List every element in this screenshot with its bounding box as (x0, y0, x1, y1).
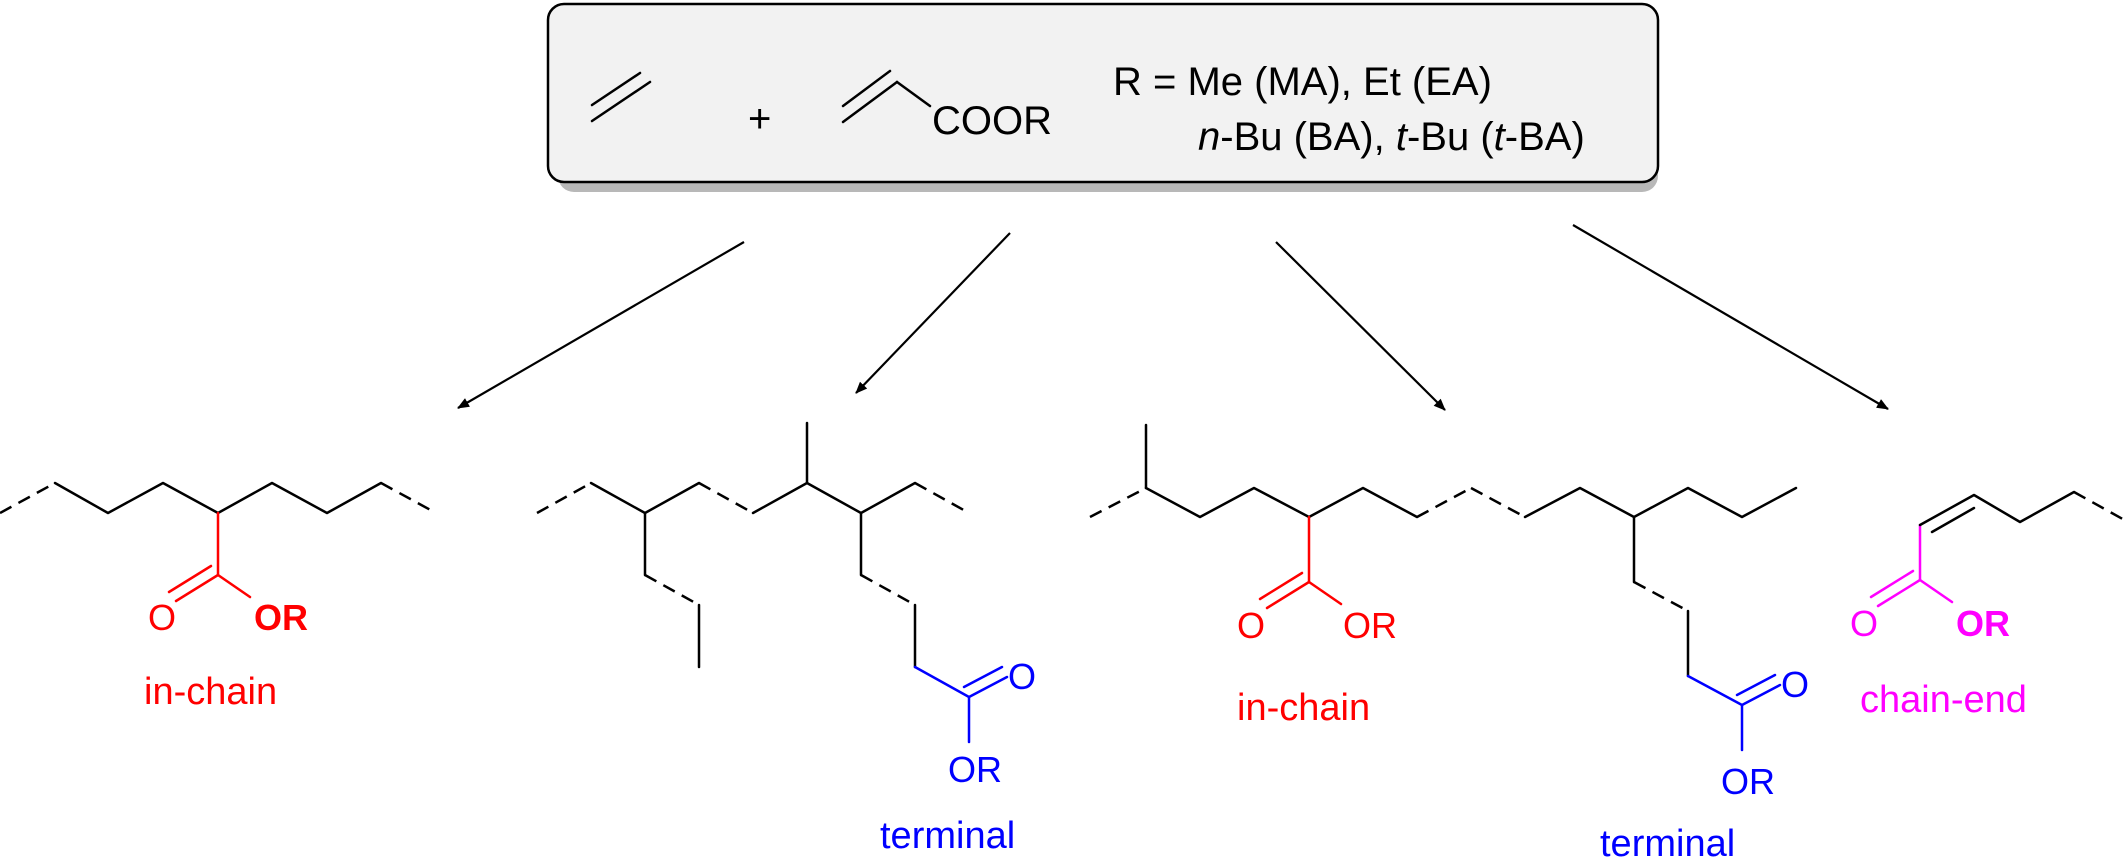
acrylate-structure (841, 69, 932, 124)
product-3-blue-carbonyl-o: O (1781, 664, 1809, 705)
product-4-ester-or: OR (1956, 603, 2010, 644)
product-3-in-chain-and-terminal: O OR in-chain O OR terminal (1089, 423, 1809, 865)
product-1-label: in-chain (144, 671, 277, 713)
product-2-terminal: O OR terminal (536, 421, 1036, 857)
product-2-ester-or: OR (948, 749, 1002, 790)
product-1-in-chain: O OR in-chain (0, 481, 437, 713)
ethylene-structure (590, 71, 652, 123)
arrow-to-product-4 (1572, 224, 1889, 410)
arrow-to-product-2 (855, 232, 1011, 394)
product-3-blue-ester-or: OR (1721, 761, 1775, 802)
product-3-red-carbonyl-o: O (1237, 605, 1265, 646)
reactant-box-frame (546, 2, 1660, 184)
product-2-label: terminal (880, 815, 1015, 857)
arrow-to-product-1 (457, 241, 745, 409)
reaction-arrows (457, 224, 1889, 411)
product-1-ester-or: OR (254, 597, 308, 638)
product-4-chain-end: O OR chain-end (1850, 490, 2128, 721)
acrylate-group-label: COOR (932, 99, 1052, 143)
product-3-label-in-chain: in-chain (1237, 687, 1370, 729)
product-3-red-ester-or: OR (1343, 605, 1397, 646)
product-2-carbonyl-o: O (1008, 656, 1036, 697)
r-definition-line1: R = Me (MA), Et (EA) (1113, 60, 1492, 104)
arrow-to-product-3 (1275, 241, 1446, 411)
product-1-carbonyl-o: O (148, 597, 176, 638)
product-4-carbonyl-o: O (1850, 603, 1878, 644)
r-definition-line2: n-Bu (BA), t-Bu (t-BA) (1198, 115, 1585, 159)
product-3-label-terminal: terminal (1600, 823, 1735, 860)
product-4-label: chain-end (1860, 679, 2027, 721)
plus-sign: + (748, 97, 771, 141)
reactant-box: + COOR R = Me (MA), Et (EA) n-Bu (BA), t… (546, 2, 1660, 192)
